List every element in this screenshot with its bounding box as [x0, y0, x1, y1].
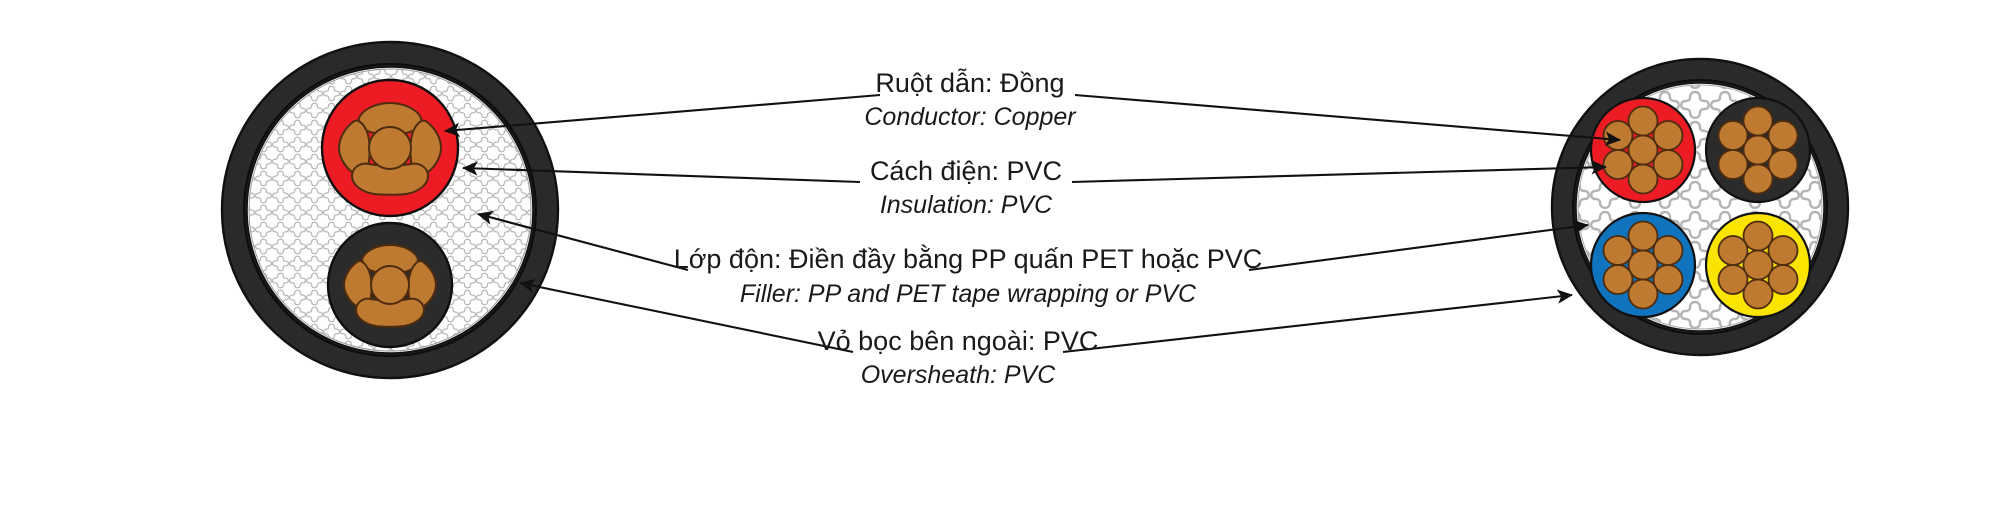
right-core-red — [1589, 96, 1697, 204]
right-core-blue — [1589, 211, 1697, 319]
label-oversheath-en: Oversheath: PVC — [861, 361, 1056, 389]
leader-oversheath-right — [1062, 289, 1573, 354]
leader-conductor-left — [444, 93, 881, 137]
right-core-black-conductor — [1717, 105, 1799, 195]
left-core-red-conductor — [337, 101, 443, 196]
right-core-blue-conductor — [1602, 220, 1684, 310]
right-cable-four-core — [1550, 57, 1850, 357]
label-conductor-en: Conductor: Copper — [864, 103, 1077, 131]
label-group-filler: Lớp độn: Điền đầy bằng PP quấn PET hoặc … — [674, 243, 1263, 308]
leader-insulation-right — [1071, 160, 1607, 184]
leader-filler-right — [1248, 219, 1589, 272]
leader-insulation-left — [462, 161, 861, 184]
label-insulation-en: Insulation: PVC — [880, 191, 1053, 219]
left-cable-two-core — [220, 40, 560, 380]
right-core-red-conductor — [1602, 105, 1684, 195]
left-core-black — [326, 221, 454, 349]
leader-conductor-right — [1074, 93, 1621, 146]
right-core-yellow-conductor — [1717, 220, 1799, 310]
label-conductor-vi: Ruột dẫn: Đồng — [875, 67, 1064, 98]
label-group-insulation: Cách điện: PVC Insulation: PVC — [870, 156, 1062, 219]
leader-oversheath-left — [519, 278, 854, 354]
label-insulation-vi: Cách điện: PVC — [870, 156, 1062, 186]
label-filler-vi: Lớp độn: Điền đầy bằng PP quấn PET hoặc … — [674, 243, 1263, 274]
label-filler-en: Filler: PP and PET tape wrapping or PVC — [740, 280, 1197, 308]
label-oversheath-vi: Vỏ bọc bên ngoài: PVC — [818, 326, 1099, 356]
right-core-yellow — [1704, 211, 1812, 319]
leader-filler-left — [477, 210, 689, 272]
left-core-red — [320, 78, 460, 218]
label-group-conductor: Ruột dẫn: Đồng Conductor: Copper — [864, 67, 1077, 131]
label-group-oversheath: Vỏ bọc bên ngoài: PVC Oversheath: PVC — [818, 326, 1099, 389]
leader-lines — [444, 93, 1621, 354]
right-core-black — [1704, 96, 1812, 204]
left-core-black-conductor — [342, 243, 438, 328]
